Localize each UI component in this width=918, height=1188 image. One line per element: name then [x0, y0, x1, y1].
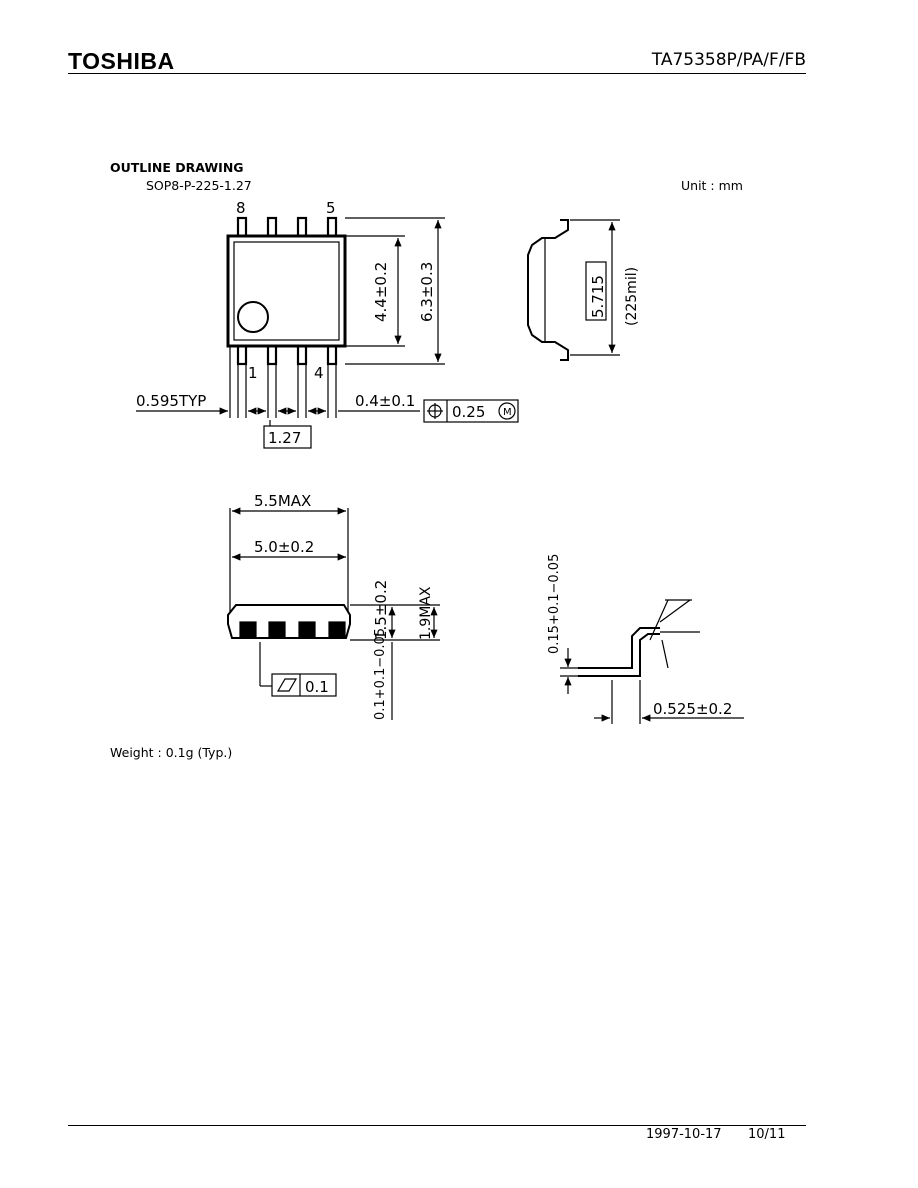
- section-title: OUTLINE DRAWING: [110, 160, 244, 175]
- footer-page: 10/11: [748, 1127, 786, 1142]
- dim-0-1-tol: 0.1+0.1−0.05: [373, 628, 388, 720]
- dim-0-1-flatness: 0.1: [305, 678, 329, 696]
- pin-1-label: 1: [248, 364, 258, 382]
- pin-4-label: 4: [314, 364, 324, 382]
- dim-1-9-max: 1.9MAX: [418, 586, 434, 640]
- footer-date: 1997-10-17: [646, 1127, 722, 1142]
- dim-0-25: 0.25: [452, 403, 485, 421]
- dim-225-mil: (225mil): [624, 267, 640, 326]
- dim-1-5: 1.5±0.2: [372, 580, 390, 640]
- top-view: [136, 216, 519, 449]
- part-number: TA75358P/PA/F/FB: [651, 50, 806, 70]
- dim-5-0: 5.0±0.2: [254, 538, 314, 556]
- dim-0-15: 0.15+0.1−0.05: [547, 554, 562, 654]
- dim-1-27: 1.27: [268, 429, 301, 447]
- dim-5-5-max: 5.5MAX: [254, 492, 311, 510]
- dim-0-525: 0.525±0.2: [653, 700, 732, 718]
- unit-label: Unit : mm: [681, 178, 743, 193]
- dim-0-595-typ: 0.595TYP: [136, 392, 206, 410]
- dim-6-3: 6.3±0.3: [418, 262, 436, 322]
- dim-m-symbol: M: [503, 407, 512, 418]
- footer-rule: [68, 1125, 806, 1126]
- dim-4-4: 4.4±0.2: [372, 262, 390, 322]
- side-view: [527, 219, 620, 361]
- package-code: SOP8-P-225-1.27: [146, 178, 252, 193]
- front-view: [227, 507, 440, 720]
- weight-note: Weight : 0.1g (Typ.): [110, 745, 233, 760]
- lead-detail: [560, 599, 744, 724]
- dim-0-4: 0.4±0.1: [355, 392, 415, 410]
- header-rule: [68, 73, 806, 74]
- pin-5-label: 5: [326, 199, 336, 217]
- pin-8-label: 8: [236, 199, 246, 217]
- dim-5-715: 5.715: [589, 275, 607, 318]
- toshiba-logo: TOSHIBA: [68, 48, 175, 74]
